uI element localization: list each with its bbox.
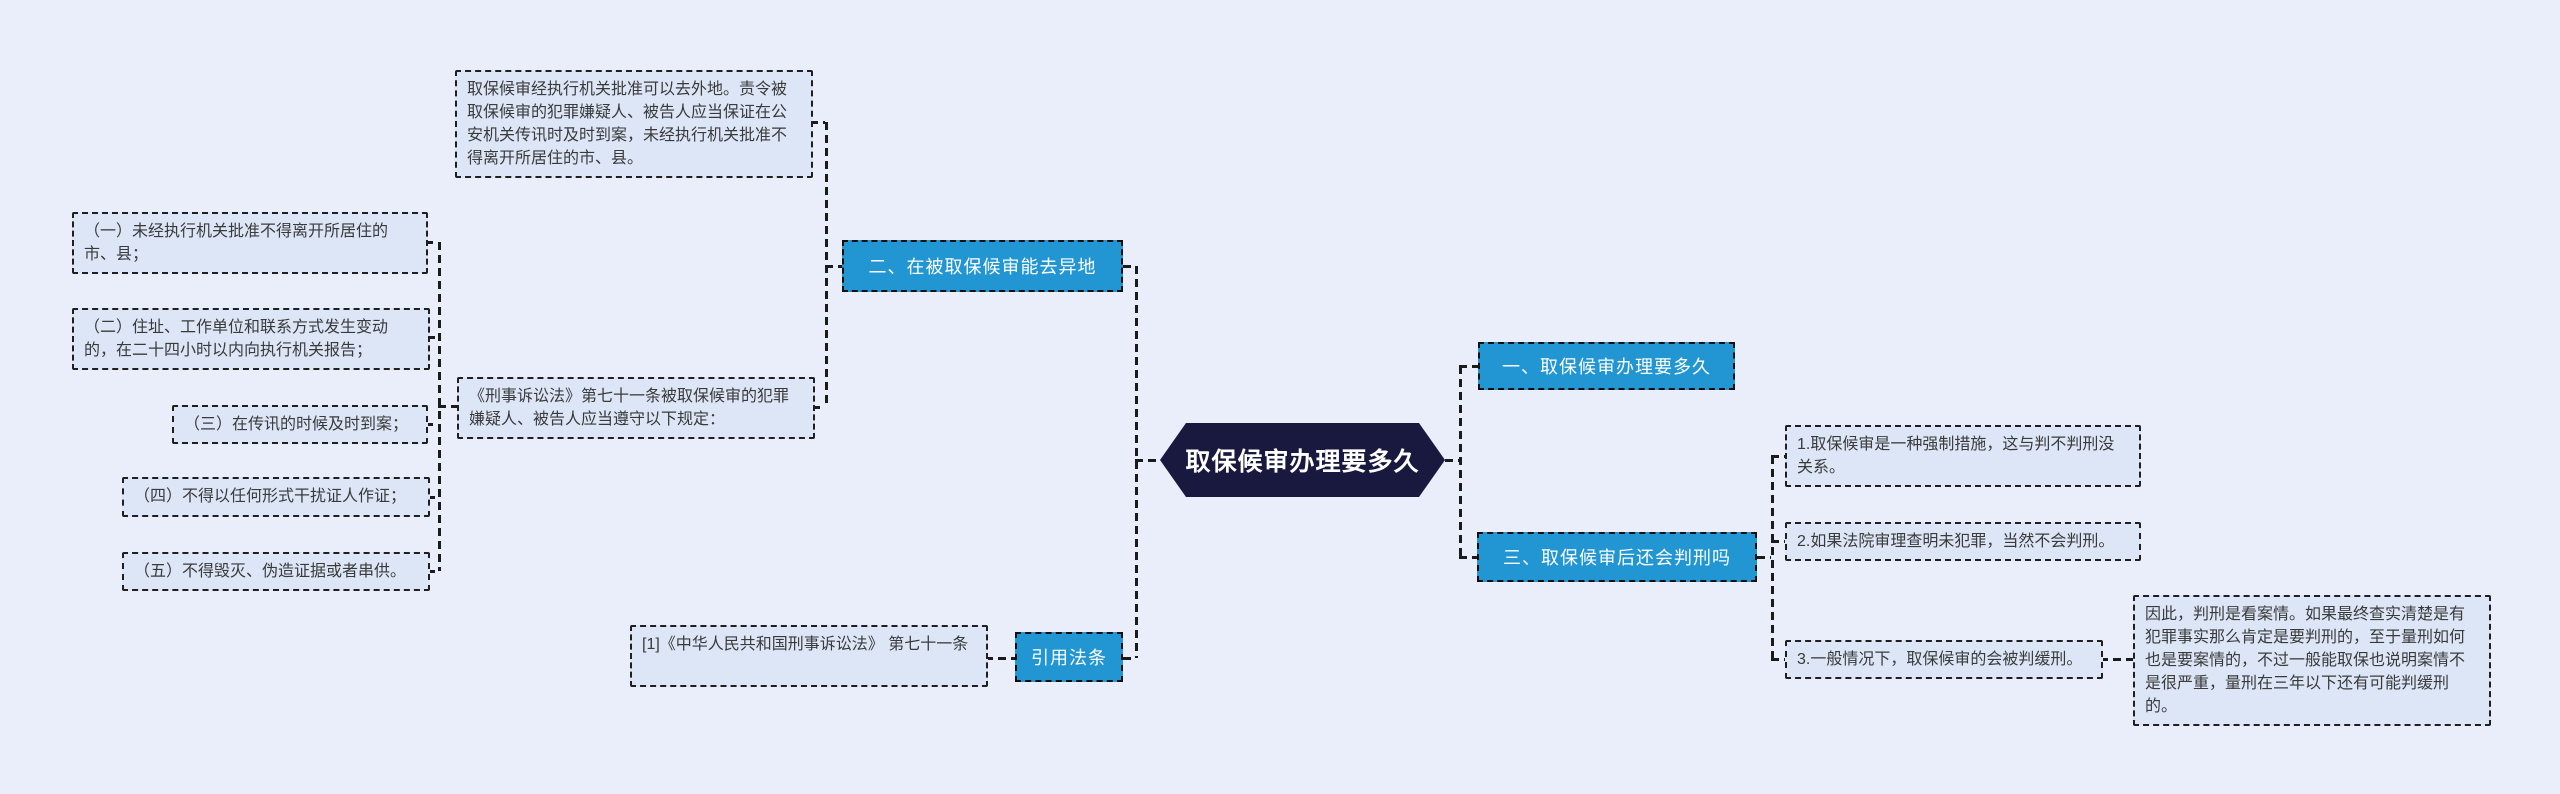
connector-stub-branch-three-left [1459,556,1477,559]
connector-stub-verdict-2 [1771,540,1785,543]
branch-node-cite[interactable]: 引用法条 [1015,632,1123,682]
connector-stub-root-right [1445,459,1459,462]
connector-stub-law71-right [812,406,825,409]
note-rule-5[interactable]: （五）不得毁灭、伪造证据或者串供。 [122,552,430,591]
note-verdict-detail[interactable]: 因此，判刑是看案情。如果最终查实清楚是有犯罪事实那么肯定是要判刑的，至于量刑如何… [2133,595,2491,726]
connector-stub-root-left [1135,459,1160,462]
connector-stub-branch-two-right [1123,265,1135,268]
note-verdict-3[interactable]: 3.一般情况下，取保候审的会被判缓刑。 [1785,640,2103,679]
connector-verdict-3-to-detail [2100,658,2133,661]
connector-stub-branch-three-right [1757,556,1771,559]
connector-stub-rule-3 [425,423,438,426]
connector-stub-rule-5 [427,570,438,573]
note-rule-3[interactable]: （三）在传讯的时候及时到案； [172,405,428,444]
note-rule-4[interactable]: （四）不得以任何形式干扰证人作证； [122,477,430,517]
note-rule-2[interactable]: （二）住址、工作单位和联系方式发生变动的，在二十四小时以内向执行机关报告； [72,308,430,370]
note-verdict-1[interactable]: 1.取保候审是一种强制措施，这与判不判刑没关系。 [1785,425,2141,487]
note-verdict-2[interactable]: 2.如果法院审理查明未犯罪，当然不会判刑。 [1785,522,2141,561]
connector-citation-to-cite-node [985,657,1015,660]
connector-stub-law71-left [438,405,457,408]
connector-stub-verdict-3 [1771,658,1785,661]
note-citation[interactable]: [1]《中华人民共和国刑事诉讼法》 第七十一条 [630,625,988,687]
branch-node-two[interactable]: 二、在被取保候审能去异地 [842,240,1123,292]
connector-stub-rule-4 [427,496,438,499]
connector-root-right-trunk [1459,366,1462,557]
connector-stub-verdict-1 [1771,455,1785,458]
connector-stub-leave-city [810,121,825,124]
connector-branch-two-children-trunk [825,122,828,407]
note-rule-1[interactable]: （一）未经执行机关批准不得离开所居住的市、县； [72,212,428,274]
connector-stub-branch-two-left [825,265,842,268]
connector-stub-cite-node-right [1123,657,1135,660]
connector-stub-branch-one [1459,365,1478,368]
root-node[interactable]: 取保候审办理要多久 [1160,423,1445,497]
connector-root-left-trunk [1135,266,1138,658]
note-leave-city[interactable]: 取保候审经执行机关批准可以去外地。责令被取保候审的犯罪嫌疑人、被告人应当保证在公… [455,70,813,178]
branch-node-one[interactable]: 一、取保候审办理要多久 [1478,342,1735,390]
branch-node-three[interactable]: 三、取保候审后还会判刑吗 [1477,532,1757,582]
note-law-71[interactable]: 《刑事诉讼法》第七十一条被取保候审的犯罪嫌疑人、被告人应当遵守以下规定： [457,377,815,439]
connector-stub-rule-1 [425,241,438,244]
connector-branch-three-children-trunk [1771,456,1774,659]
connector-stub-rule-2 [427,336,438,339]
